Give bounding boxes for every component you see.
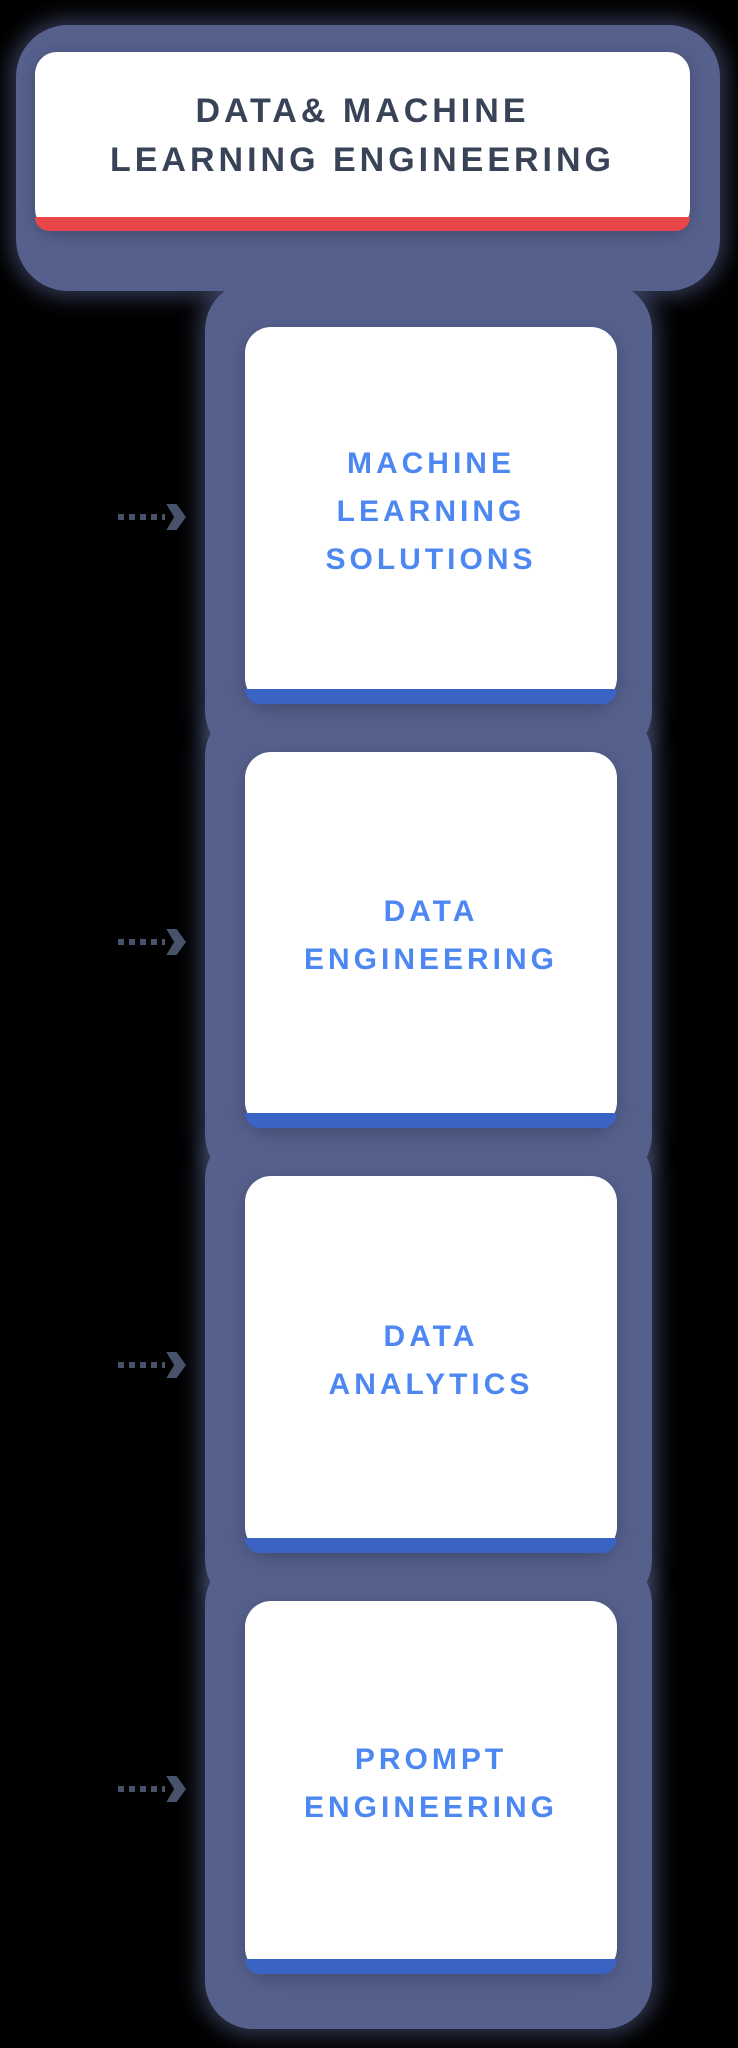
step-title: DATA ENGINEERING [304,888,558,992]
page-title-line-1: DATA& MACHINE [195,91,530,130]
page-title-line-2: LEARNING ENGINEERING [109,140,616,179]
page-title: DATA& MACHINE LEARNING ENGINEERING [110,87,615,197]
arrow-head-icon [166,504,186,530]
arrow-dashes [118,1786,166,1792]
arrow-head-icon [166,929,186,955]
arrow-head-icon [166,1776,186,1802]
step-accent-bar [245,1113,617,1128]
arrow-dashes [118,1362,166,1368]
step-title: DATA ANALYTICS [329,1313,534,1417]
step-title-line: ENGINEERING [303,1790,559,1824]
step-card-data-engineering: DATA ENGINEERING [245,752,617,1128]
step-title: MACHINE LEARNING SOLUTIONS [325,440,536,592]
step-title-line: ANALYTICS [328,1367,534,1401]
step-title-line: MACHINE [346,446,515,480]
header-card: DATA& MACHINE LEARNING ENGINEERING [35,52,690,231]
step-title-line: LEARNING [336,494,526,528]
step-title-line: SOLUTIONS [325,542,537,576]
step-accent-bar [245,689,617,704]
step-accent-bar [245,1959,617,1974]
dotted-arrow-icon [118,1776,186,1802]
dotted-arrow-icon [118,929,186,955]
step-title-line: ENGINEERING [303,943,559,976]
step-card-machine-learning-solutions: MACHINE LEARNING SOLUTIONS [245,327,617,704]
arrow-dashes [118,939,166,945]
step-title: PROMPT ENGINEERING [304,1736,558,1840]
dotted-arrow-icon [118,1352,186,1378]
arrow-dashes [118,514,166,520]
arrow-head-icon [166,1352,186,1378]
header-accent-bar [35,217,690,231]
step-card-prompt-engineering: PROMPT ENGINEERING [245,1601,617,1974]
step-accent-bar [245,1538,617,1553]
step-title-line: DATA [383,1319,479,1353]
step-card-data-analytics: DATA ANALYTICS [245,1176,617,1553]
dotted-arrow-icon [118,504,186,530]
step-title-line: PROMPT [354,1742,508,1776]
step-title-line: DATA [383,895,479,928]
